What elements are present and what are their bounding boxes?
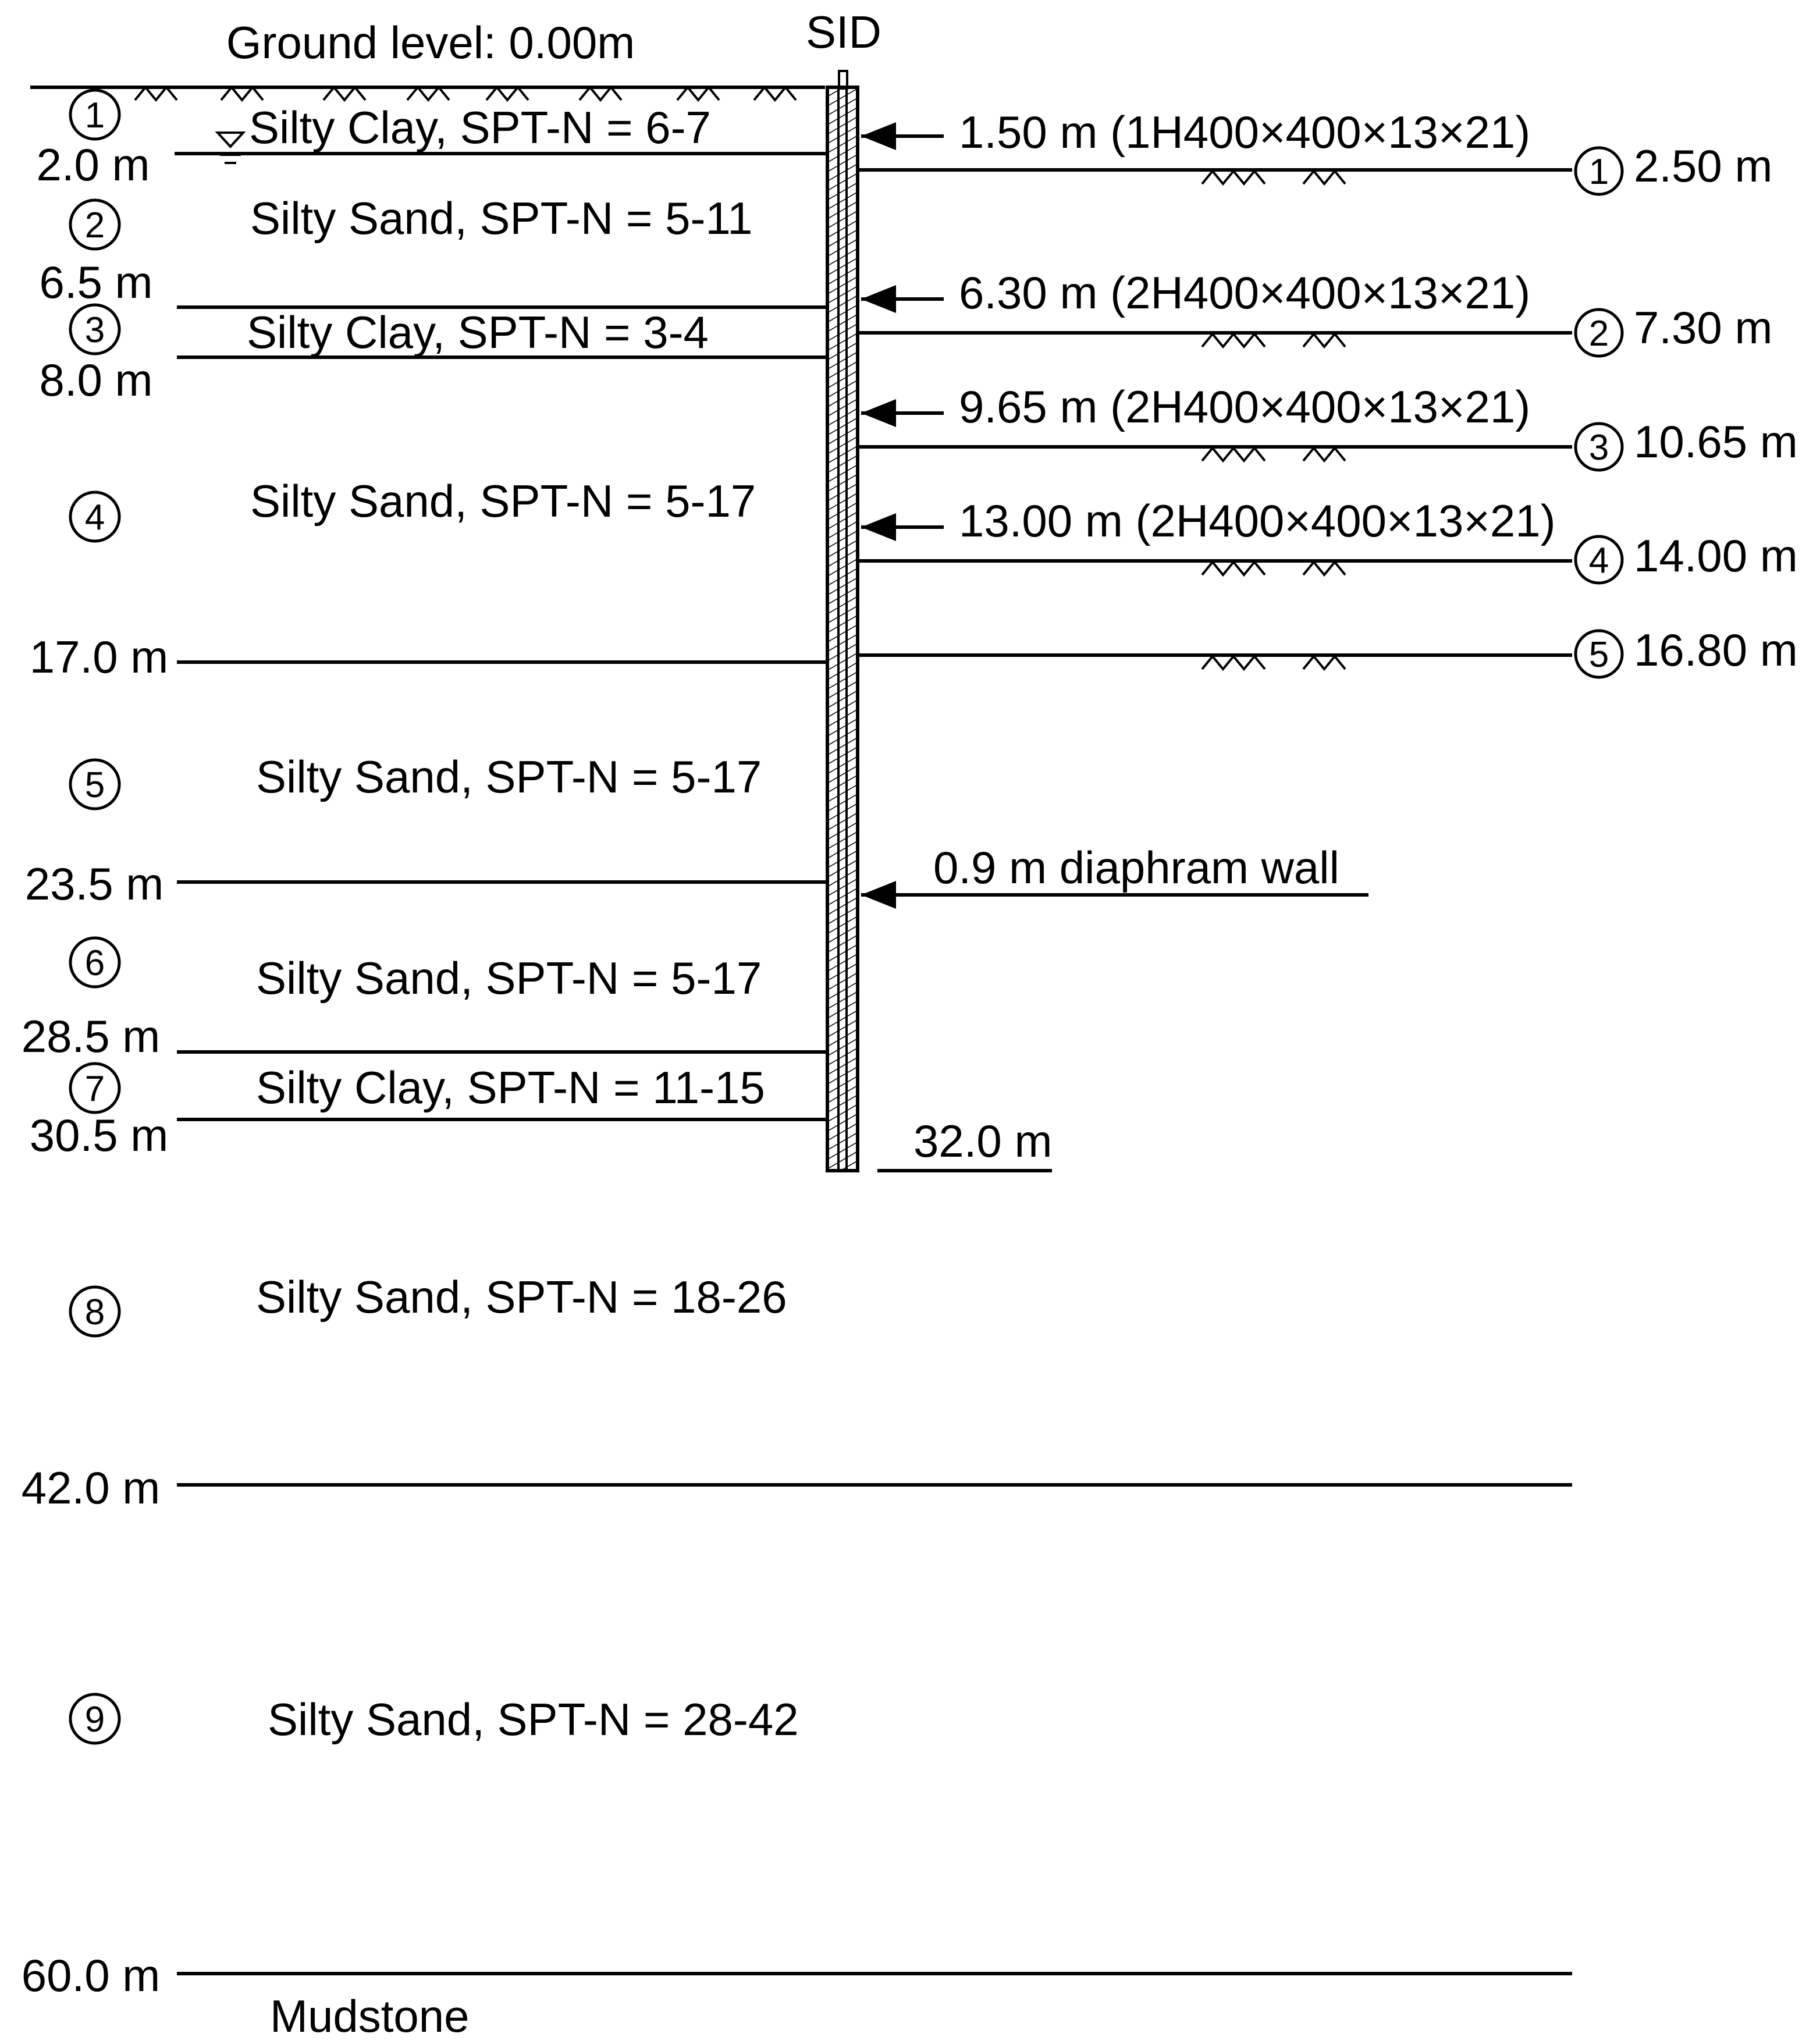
layer-depth-1: 2.0 m [36,139,150,190]
svg-text:1: 1 [1589,152,1609,192]
svg-text:14.00 m: 14.00 m [1634,530,1798,581]
wall-depth-annotation: 32.0 m [877,1115,1052,1172]
svg-text:9.65 m (2H400×400×13×21): 9.65 m (2H400×400×13×21) [959,381,1530,432]
layer-depth-4: 17.0 m [30,631,168,682]
svg-text:4: 4 [1589,541,1609,581]
wall-annotation: 0.9 m diaphram wall [861,842,1368,909]
layer-depth-9: 60.0 m [22,1950,160,2001]
strut-3: 9.65 m (2H400×400×13×21) [861,381,1530,432]
svg-text:1.50 m (1H400×400×13×21): 1.50 m (1H400×400×13×21) [959,106,1530,158]
layer-marker-1: 1 [69,88,121,141]
svg-text:5: 5 [1589,635,1609,675]
svg-text:6: 6 [85,943,105,983]
excavation-stage-5: 5 16.80 m [858,624,1798,679]
layer-descriptions: Silty Clay, SPT-N = 6-7 Silty Sand, SPT-… [247,102,799,1745]
svg-text:13.00 m (2H400×400×13×21): 13.00 m (2H400×400×13×21) [959,495,1556,546]
strut-annotations: 1.50 m (1H400×400×13×21) 6.30 m (2H400×4… [861,106,1556,546]
svg-text:6.30 m (2H400×400×13×21): 6.30 m (2H400×400×13×21) [959,267,1530,318]
layer-desc-2: Silty Sand, SPT-N = 5-11 [250,193,752,244]
layer-depth-2: 6.5 m [39,257,152,308]
layer-desc-6: Silty Sand, SPT-N = 5-17 [256,952,762,1004]
layer-desc-3: Silty Clay, SPT-N = 3-4 [247,307,709,358]
diaphragm-wall [826,86,859,1172]
svg-text:2.50 m: 2.50 m [1634,140,1772,191]
svg-text:2: 2 [1589,314,1609,354]
layer-marker-7: 7 [69,1062,121,1114]
layer-desc-7: Silty Clay, SPT-N = 11-15 [256,1062,765,1113]
wall-label: 0.9 m diaphram wall [933,842,1339,893]
layer-desc-1: Silty Clay, SPT-N = 6-7 [249,102,711,153]
ground-level-label: Ground level: 0.00m [226,17,635,68]
layer-depth-7: 30.5 m [30,1110,168,1161]
svg-text:10.65 m: 10.65 m [1634,416,1798,467]
layer-desc-8: Silty Sand, SPT-N = 18-26 [256,1271,787,1323]
ground-soil-symbols [134,85,797,102]
excavation-stage-3: 3 10.65 m [858,416,1798,472]
layer-depth-3: 8.0 m [39,354,152,406]
strut-2: 6.30 m (2H400×400×13×21) [861,267,1530,318]
layer-number-markers: 1 2 3 4 5 6 7 8 9 [69,88,121,1745]
excavation-stage-1: 1 2.50 m [858,140,1772,196]
layer-marker-9: 9 [69,1693,121,1745]
svg-text:2: 2 [85,205,105,246]
excavation-stage-4: 4 14.00 m [858,530,1798,585]
svg-text:7.30 m: 7.30 m [1634,302,1772,353]
excavation-stages: 1 2.50 m 2 7.30 m 3 10.65 m 4 14.00 m [858,140,1798,679]
layer-desc-5: Silty Sand, SPT-N = 5-17 [256,751,762,802]
svg-text:7: 7 [85,1069,105,1109]
layer-desc-4: Silty Sand, SPT-N = 5-17 [250,475,756,527]
svg-text:16.80 m: 16.80 m [1634,624,1798,676]
layer-marker-6: 6 [69,936,121,989]
svg-text:9: 9 [85,1700,105,1740]
water-table-icon [215,131,246,164]
svg-text:3: 3 [1589,428,1609,468]
svg-text:5: 5 [85,765,105,805]
svg-text:1: 1 [85,95,105,136]
sid-label: SID [806,6,881,58]
strut-1: 1.50 m (1H400×400×13×21) [861,106,1530,158]
svg-text:8: 8 [85,1292,105,1332]
layer-marker-2: 2 [69,198,121,251]
layer-marker-5: 5 [69,758,121,811]
layer-marker-3: 3 [69,303,121,356]
layer-marker-4: 4 [69,490,121,543]
layer-depth-labels: 2.0 m 6.5 m 8.0 m 17.0 m 23.5 m 28.5 m 3… [22,139,168,2001]
strut-4: 13.00 m (2H400×400×13×21) [861,495,1556,546]
svg-text:3: 3 [85,310,105,350]
layer-depth-6: 28.5 m [22,1011,160,1062]
layer-marker-8: 8 [69,1285,121,1338]
layer-depth-8: 42.0 m [22,1462,160,1513]
layer-depth-5: 23.5 m [25,858,163,909]
layer-desc-9: Silty Sand, SPT-N = 28-42 [268,1694,799,1745]
mudstone-label: Mudstone [270,1990,470,2042]
svg-text:4: 4 [85,497,105,538]
wall-depth-label: 32.0 m [913,1115,1052,1167]
excavation-stage-2: 2 7.30 m [858,302,1772,358]
